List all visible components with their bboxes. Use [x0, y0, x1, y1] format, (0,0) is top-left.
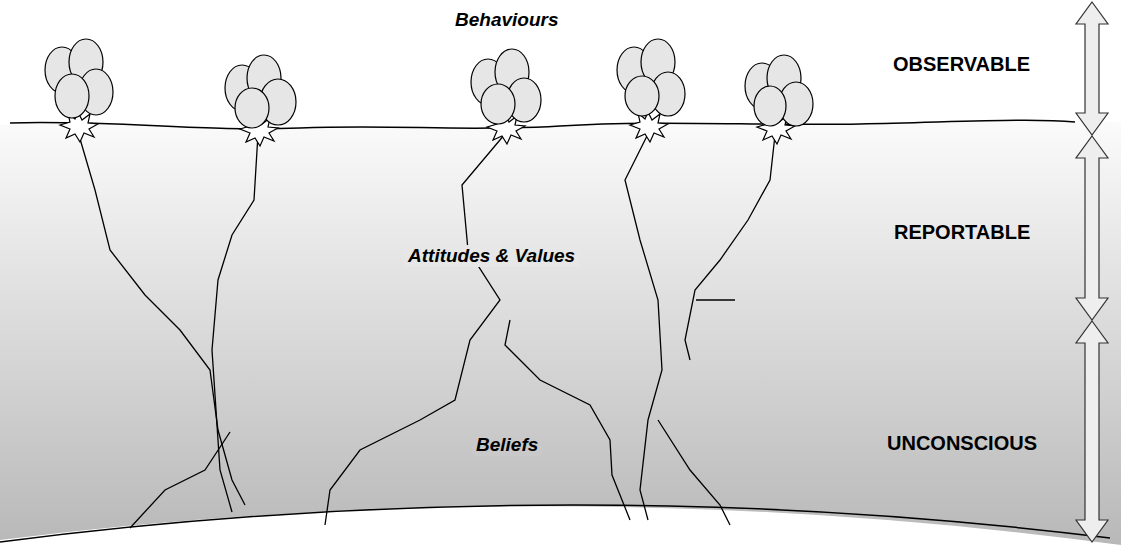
roots — [78, 132, 775, 528]
layer-heading: Beliefs — [472, 434, 542, 456]
balloons — [45, 39, 813, 128]
surface-line — [10, 120, 1075, 129]
ground-band — [0, 120, 1121, 546]
level-label: OBSERVABLE — [893, 53, 1030, 76]
layer-heading: Attitudes & Values — [404, 245, 579, 267]
layer-heading: Behaviours — [451, 9, 562, 31]
base-area — [0, 506, 1121, 546]
level-label: REPORTABLE — [894, 221, 1030, 244]
ground-line — [0, 505, 1110, 542]
starbursts — [60, 112, 795, 146]
level-arrows — [1076, 2, 1108, 542]
level-label: UNCONSCIOUS — [887, 432, 1037, 455]
